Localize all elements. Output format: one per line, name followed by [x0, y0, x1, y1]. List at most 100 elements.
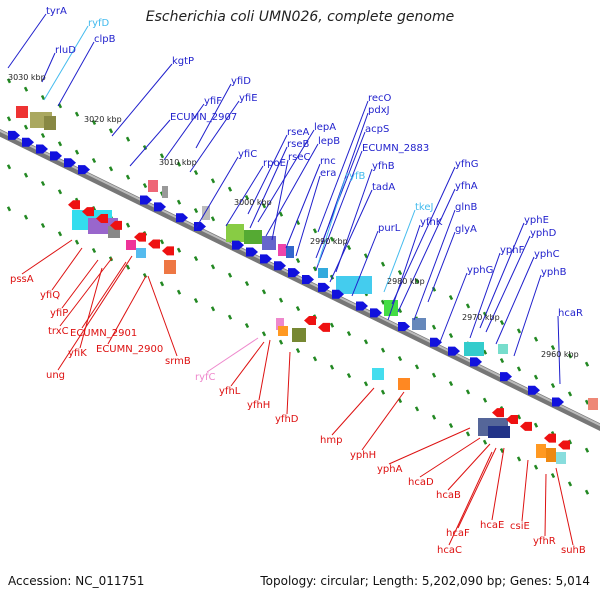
leader-line	[448, 451, 493, 546]
tick-outer-bottom	[261, 331, 267, 337]
tick-outer-top	[108, 128, 114, 134]
tick-inner-top	[567, 391, 573, 397]
reverse-gene-label: yfhR	[533, 536, 556, 547]
tick-outer-top	[159, 153, 165, 159]
feature-block	[412, 318, 426, 330]
tick-outer-top	[346, 244, 352, 251]
tick-outer-bottom	[465, 431, 471, 437]
gene-arrows	[8, 130, 570, 450]
leader-line	[43, 25, 89, 101]
feature-block	[16, 106, 28, 118]
feature-block	[556, 452, 566, 464]
accession-label: Accession: NC_011751	[8, 574, 145, 588]
forward-gene-arrow	[8, 130, 20, 140]
tick-outer-bottom	[159, 281, 165, 287]
tick-outer-bottom	[6, 206, 12, 212]
reverse-gene-label: ung	[46, 370, 65, 381]
tick-outer-bottom	[193, 297, 199, 304]
forward-gene-label: tkeJ	[415, 202, 433, 213]
forward-gene-label: tadA	[372, 182, 395, 193]
forward-gene-arrow	[260, 254, 272, 264]
leader-line	[383, 209, 416, 293]
tick-outer-bottom	[23, 214, 29, 220]
forward-gene-arrow	[288, 268, 300, 278]
leader-line	[427, 231, 456, 303]
forward-gene-arrow	[232, 240, 244, 250]
forward-gene-label: yfhG	[455, 159, 479, 170]
leader-line	[81, 261, 127, 329]
leader-line	[195, 156, 239, 229]
forward-gene-arrow	[500, 372, 512, 382]
tick-outer-bottom	[210, 306, 216, 312]
forward-gene-arrow	[356, 301, 368, 311]
forward-gene-label: yphC	[534, 249, 560, 260]
forward-gene-arrow	[370, 308, 382, 318]
feature-block	[588, 398, 598, 410]
feature-block	[276, 318, 284, 330]
tick-outer-top	[142, 144, 148, 151]
tick-inner-bottom	[346, 330, 352, 337]
leader-line	[391, 166, 456, 305]
forward-gene-label: rseC	[288, 152, 310, 163]
tick-inner-top	[23, 124, 29, 130]
forward-gene-label: yfiF	[204, 96, 222, 107]
reverse-gene-label: yfhD	[275, 414, 299, 425]
reverse-gene-label: yfiQ	[40, 290, 60, 301]
feature-block	[336, 276, 372, 294]
feature-block	[278, 244, 286, 256]
leader-line	[247, 134, 288, 215]
reverse-gene-label: yphH	[350, 450, 376, 461]
tick-inner-bottom	[244, 280, 250, 287]
reverse-gene-arrow	[68, 200, 80, 210]
scale-label: 3030 kbp	[8, 73, 46, 82]
forward-gene-label: rseB	[287, 139, 309, 150]
reverse-gene-label: hcaF	[446, 528, 470, 539]
forward-gene-arrow	[36, 144, 48, 154]
reverse-gene-arrow	[110, 220, 122, 230]
tick-outer-top	[363, 253, 369, 259]
forward-gene-arrow	[552, 397, 564, 407]
forward-gene-label: lepB	[318, 136, 340, 147]
reverse-gene-label: csiE	[510, 521, 530, 532]
tick-inner-top	[584, 399, 590, 405]
feature-block	[398, 378, 410, 390]
leader-line	[230, 341, 265, 387]
forward-gene-label: rpoE	[263, 158, 286, 169]
reverse-gene-arrow	[134, 232, 146, 242]
leader-line	[555, 467, 574, 546]
leader-line	[189, 100, 240, 173]
leader-line	[147, 275, 178, 357]
leader-line	[413, 209, 456, 321]
tick-inner-top	[142, 182, 148, 189]
tick-inner-top	[312, 266, 318, 272]
tick-outer-top	[448, 294, 454, 301]
feature-block	[126, 240, 136, 250]
feature-block	[44, 116, 56, 130]
leader-line	[521, 459, 529, 522]
forward-gene-arrow	[176, 213, 188, 223]
tick-inner-top	[40, 132, 46, 139]
feature-block	[488, 426, 510, 438]
feature-block	[202, 206, 210, 220]
forward-gene-label: yfiD	[231, 76, 251, 87]
leader-line	[195, 83, 232, 149]
forward-gene-arrow	[50, 151, 62, 161]
tick-outer-top	[516, 328, 522, 334]
reverse-gene-arrow	[520, 421, 532, 431]
reverse-gene-label: pssA	[10, 274, 34, 285]
tick-outer-bottom	[295, 347, 301, 354]
tick-outer-bottom	[516, 456, 522, 462]
genome-summary: Topology: circular; Length: 5,202,090 bp…	[260, 574, 590, 588]
leader-line	[129, 119, 171, 167]
tick-inner-bottom	[278, 297, 284, 303]
forward-gene-label: lepA	[314, 122, 336, 133]
tick-outer-top	[550, 345, 556, 351]
leader-line	[107, 275, 147, 345]
tick-outer-top	[23, 86, 29, 92]
tick-inner-top	[295, 257, 301, 264]
tick-inner-top	[482, 349, 488, 355]
leader-line	[163, 103, 205, 161]
tick-outer-top	[533, 336, 539, 342]
tick-outer-bottom	[448, 422, 454, 429]
forward-gene-arrow	[154, 202, 166, 212]
